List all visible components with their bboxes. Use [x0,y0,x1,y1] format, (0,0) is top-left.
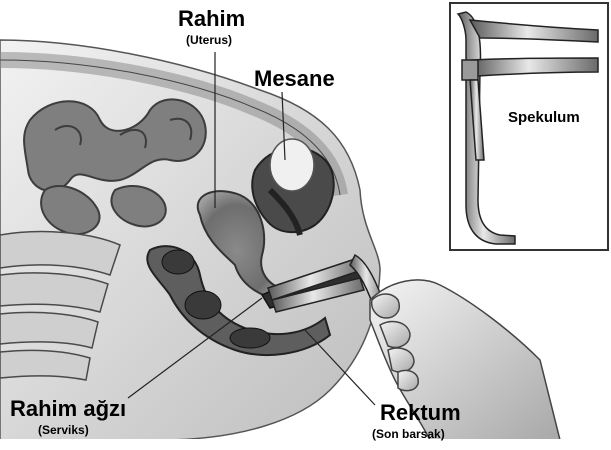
rectum-sublabel: (Son barsak) [372,428,445,440]
speculum-label: Spekulum [508,110,580,125]
cervix-sublabel: (Serviks) [38,424,89,436]
bladder-label: Mesane [254,68,335,90]
rectum-label: Rektum [380,402,461,424]
cervix-label: Rahim ağzı [10,398,126,420]
pubic-bone [270,139,314,191]
uterus-sublabel: (Uterus) [186,34,232,46]
uterus-label: Rahim [178,8,245,30]
